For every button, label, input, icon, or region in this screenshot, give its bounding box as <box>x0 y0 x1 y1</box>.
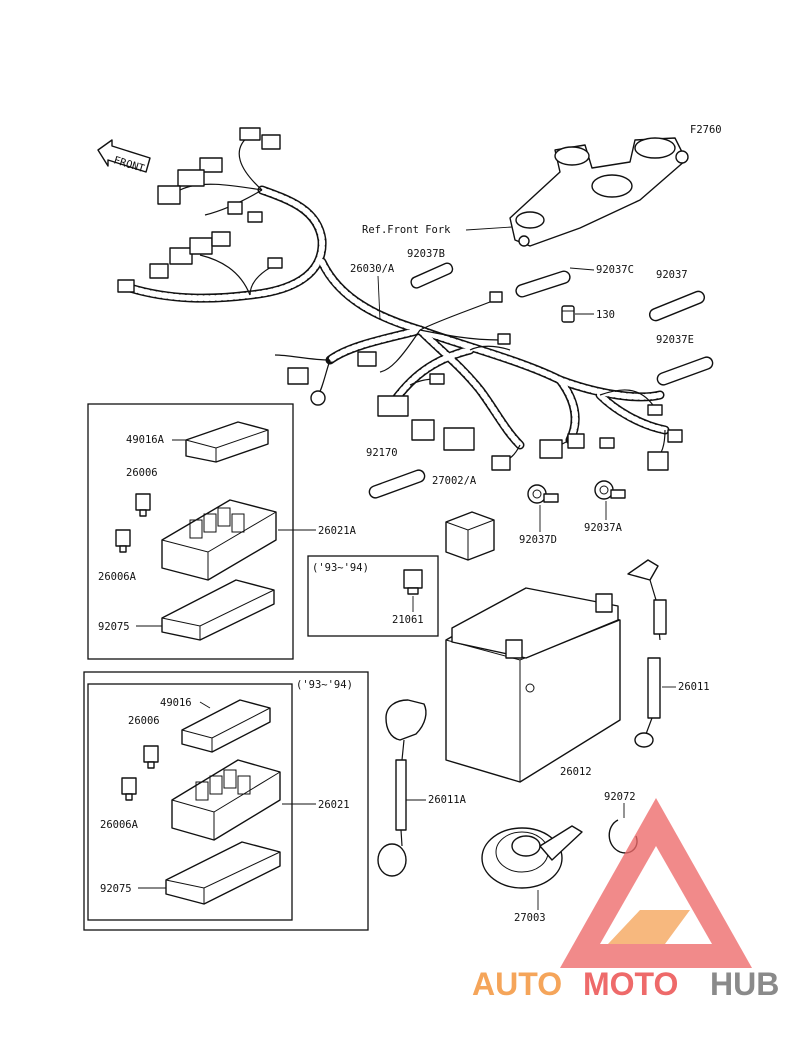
automotohub-watermark-logo <box>560 798 752 968</box>
fuse-box-tray-92075-bot <box>165 841 281 905</box>
fuse-box-26021a <box>161 499 277 581</box>
year-range-b: ('93~'94) <box>296 679 353 691</box>
fuse-box-26021 <box>171 759 281 841</box>
label-92037c: 92037C <box>596 264 634 276</box>
clamp-band-92037b <box>410 262 454 289</box>
label-21061: 21061 <box>392 614 424 626</box>
relay-27002a <box>445 511 495 561</box>
figure-code: F2760 <box>690 124 722 136</box>
connector-box-21061 <box>307 555 439 637</box>
fuse-box-tray-92075-top <box>161 579 275 641</box>
main-wiring-harness <box>117 127 683 471</box>
connector-21061 <box>403 569 423 595</box>
clamp-band-92037 <box>648 290 706 322</box>
battery-cable-26011a <box>377 699 427 877</box>
front-arrow-icon: FRONT <box>97 139 151 175</box>
label-26011a: 26011A <box>428 794 467 806</box>
label-26012: 26012 <box>560 766 592 778</box>
clip-92037d <box>527 484 559 504</box>
label-92037b: 92037B <box>407 248 445 260</box>
clamp-band-92037c <box>515 270 571 298</box>
label-27002a: 27002/A <box>432 475 477 487</box>
label-92075-bot: 92075 <box>100 883 132 895</box>
label-92072: 92072 <box>604 791 636 803</box>
label-92037a: 92037A <box>584 522 623 534</box>
label-92075-top: 92075 <box>98 621 130 633</box>
label-26006a-bot: 26006A <box>100 819 139 831</box>
label-26030a: 26030/A <box>350 263 395 275</box>
label-92037: 92037 <box>656 269 688 281</box>
label-49016a: 49016A <box>126 434 165 446</box>
label-92037d: 92037D <box>519 534 557 546</box>
label-92170: 92170 <box>366 447 398 459</box>
fuse-box-cover-49016a <box>185 421 269 463</box>
label-26021: 26021 <box>318 799 350 811</box>
watermark-text-auto: AUTO <box>472 966 562 1002</box>
fuse-26006a-top <box>115 529 131 553</box>
label-49016: 49016 <box>160 697 192 709</box>
year-range-a: ('93~'94) <box>312 562 369 574</box>
label-27003: 27003 <box>514 912 546 924</box>
fuse-box-group-b-outer <box>83 671 369 931</box>
fuse-box-group-a <box>87 403 294 660</box>
watermark-text-moto: MOTO <box>583 966 678 1002</box>
label-26006a-top: 26006A <box>98 571 137 583</box>
clamp-band-92170 <box>368 469 426 499</box>
horn-27003 <box>481 825 583 889</box>
battery-cable-26011 <box>627 559 667 748</box>
label-26021a: 26021A <box>318 525 357 537</box>
fuse-26006a-bot <box>121 777 137 801</box>
fuse-26006-top <box>135 493 151 517</box>
label-26006-bot: 26006 <box>128 715 160 727</box>
upper-triple-clamp <box>509 137 689 247</box>
clamp-band-92037e <box>656 356 714 386</box>
ref-front-fork-label: Ref.Front Fork <box>362 224 451 236</box>
fuse-26006-bot <box>143 745 159 769</box>
bolt-130 <box>561 305 575 323</box>
watermark-text-hub: HUB <box>710 966 779 1002</box>
battery-26012 <box>445 587 621 783</box>
fuse-box-cover-49016 <box>181 699 271 753</box>
label-92037e: 92037E <box>656 334 694 346</box>
clip-92037a <box>594 480 626 500</box>
label-130: 130 <box>596 309 615 321</box>
label-26011: 26011 <box>678 681 710 693</box>
label-26006-top: 26006 <box>126 467 158 479</box>
fuse-box-group-b <box>87 683 293 921</box>
